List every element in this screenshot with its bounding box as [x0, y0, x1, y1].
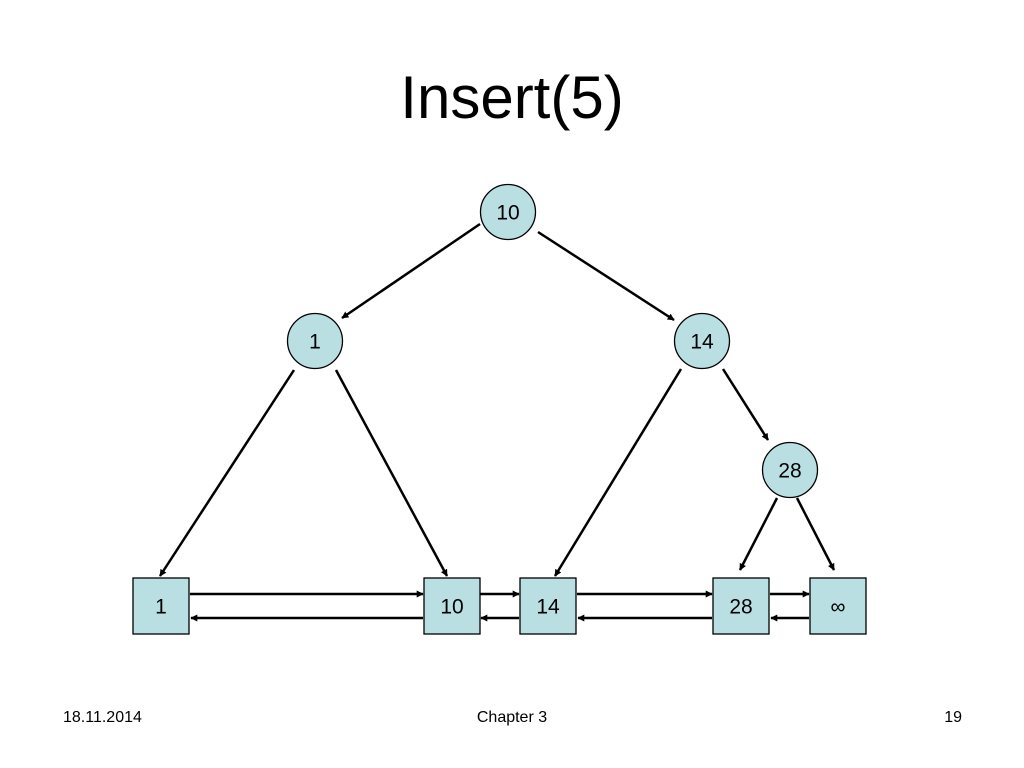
tree-node-right-right-label: 28 [778, 460, 801, 483]
leaf-node-14: 14 [519, 577, 577, 635]
footer-date: 18.11.2014 [63, 709, 142, 726]
edge-right-to-node-28 [721, 368, 770, 441]
edge-node-28-to-leaf-28 [738, 497, 779, 571]
tree-edges [158, 222, 836, 577]
leaf-node-1-label: 1 [155, 596, 167, 619]
edge-left-to-leaf-10 [334, 369, 449, 577]
tree-node-root-label: 10 [496, 202, 519, 225]
footer-chapter: Chapter 3 [476, 709, 548, 726]
leaf-node-10: 10 [423, 577, 481, 635]
tree-node-root: 10 [479, 183, 537, 241]
tree-node-right: 14 [673, 312, 731, 370]
tree-node-left-label: 1 [309, 331, 321, 354]
leaf-node-28-label: 28 [729, 596, 752, 619]
leaf-node-infinity-label: ∞ [831, 596, 846, 619]
leaf-node-14-label: 14 [536, 596, 560, 619]
edge-node-28-to-leaf-inf [795, 497, 836, 571]
edge-left-to-leaf-1 [158, 369, 296, 577]
tree-node-right-right: 28 [761, 441, 819, 499]
leaf-node-28: 28 [712, 577, 770, 635]
leaf-node-10-label: 10 [440, 596, 463, 619]
tree-node-left: 1 [286, 312, 344, 370]
footer-page-number: 19 [944, 709, 962, 726]
leaf-node-infinity: ∞ [809, 577, 867, 635]
tree-node-right-label: 14 [690, 331, 714, 354]
edge-root-to-left [341, 222, 481, 320]
leaf-node-1: 1 [132, 577, 190, 635]
edge-root-to-right [537, 230, 675, 322]
slide-title: Insert(5) [400, 64, 624, 131]
edge-right-to-leaf-14 [553, 368, 683, 577]
leaf-links [190, 590, 810, 622]
